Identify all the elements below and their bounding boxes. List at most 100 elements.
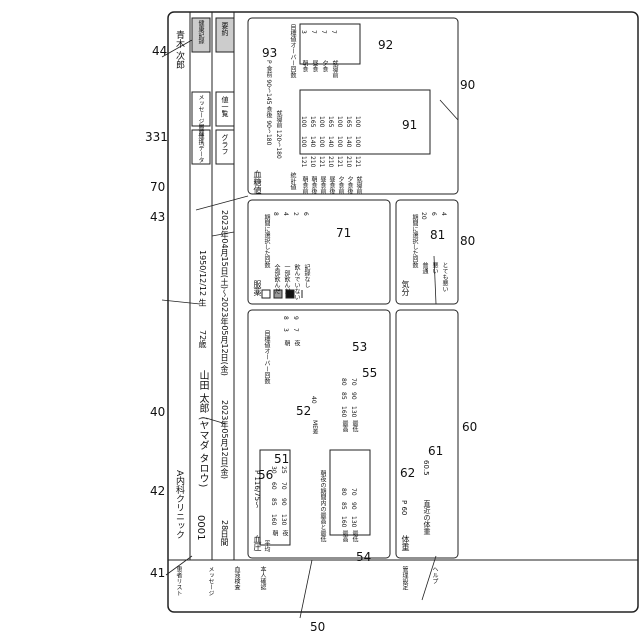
callout-40: 40	[150, 405, 165, 419]
mood-row-count: 4	[440, 212, 447, 216]
legend-all	[262, 290, 270, 298]
mood-row-count: 20	[420, 212, 427, 220]
callout-41: 41	[150, 566, 165, 580]
bp-mm2-cell: 85	[340, 392, 347, 400]
bp-over-cell: 夜	[292, 340, 301, 346]
med-row-count: 2	[292, 212, 299, 216]
callout-61: 61	[428, 444, 443, 458]
glucose-stat-cell: 165	[309, 116, 316, 127]
callout-42: 42	[150, 484, 165, 498]
bp-avg-cell: 130	[280, 514, 287, 525]
callout-90: 90	[460, 78, 475, 92]
sidebar-item-message[interactable]: メッセージ	[206, 566, 215, 596]
glucose-stat-cell: 210	[327, 156, 334, 167]
bp-avg-cell: 85	[270, 498, 277, 506]
tab-graph-label: グラフ	[220, 134, 230, 155]
weight-target: P 60	[400, 500, 408, 515]
period-select[interactable]: 28日間	[219, 520, 230, 546]
bp-mm2-cell: 70	[350, 378, 357, 386]
glucose-stat-cell: 100	[336, 116, 343, 127]
med-row-count: 4	[282, 212, 289, 216]
mood-row-label: 普通	[420, 262, 429, 274]
glucose-stat-cell: 朝食後	[309, 176, 318, 194]
weight-recent-label: 直近の体重	[422, 500, 432, 535]
callout-331: 331	[145, 130, 168, 144]
weight-title: 体重	[400, 535, 411, 551]
bp-avg-cell: 夜	[280, 530, 289, 536]
bp-mm-cell: 130	[350, 516, 357, 527]
period-end-date[interactable]: 2023年05月12日(金)	[219, 400, 230, 479]
glucose-over-count: 7	[310, 30, 317, 34]
callout-43: 43	[150, 210, 165, 224]
callout-55: 55	[362, 366, 377, 380]
tab-health-record-label: 健康記録	[196, 20, 205, 44]
header-clinic: A内科クリニック	[173, 470, 186, 539]
sidebar-item-blood-test[interactable]: 血液検査	[232, 566, 241, 590]
callout-44: 44	[152, 44, 167, 58]
bp-mm-cell: 80	[340, 488, 347, 496]
bp-mm-cell: 最高	[340, 530, 349, 542]
patient-name: 山田 太郎 (ヤマダ タロウ)	[195, 370, 210, 487]
med-count-label: 期間に選択した回数	[262, 214, 271, 268]
bp-over-cell: 7	[292, 328, 299, 332]
callout-52: 52	[296, 404, 311, 418]
mood-row-count: 6	[430, 212, 437, 216]
glucose-over-label: 目標値オーバー回数	[288, 24, 297, 78]
sidebar-item-help[interactable]: ヘルプ	[430, 566, 439, 584]
callout-53: 53	[352, 340, 367, 354]
mood-row-label: 悪い	[430, 262, 439, 274]
med-row-label: 一部飲んだ	[282, 264, 291, 294]
bp-avg-cell: 朝	[270, 530, 279, 536]
glucose-stat-cell: 100	[354, 136, 361, 147]
med-title: 服薬	[252, 280, 263, 296]
glucose-over-count: 7	[330, 30, 337, 34]
glucose-stat-cell: 100	[300, 136, 307, 147]
bp-mm2-cell: 160	[340, 406, 347, 417]
glucose-stat-cell: 昼食後	[327, 176, 336, 194]
bp-over-cell: 9	[292, 316, 299, 320]
glucose-over-label-cell: 就寝前	[330, 60, 339, 78]
glucose-target-2: 就寝前 120〜180	[274, 110, 283, 159]
tab-link-data-label: 連携データ	[196, 133, 205, 163]
glucose-stat-cell: 165	[327, 116, 334, 127]
callout-71: 71	[336, 226, 351, 240]
glucose-stat-cell: 100	[354, 116, 361, 127]
callout-62: 62	[400, 466, 415, 480]
bp-mm2-cell: 130	[350, 406, 357, 417]
callout-54: 54	[356, 550, 371, 564]
weight-recent-value: 60.5	[422, 460, 430, 476]
glucose-title: 血糖値	[252, 170, 263, 194]
med-row-label: 記録なし	[302, 264, 311, 288]
mood-title: 気分	[400, 280, 411, 296]
glucose-stat-cell: 100	[300, 116, 307, 127]
med-row-label: 飲んでいない	[292, 264, 301, 300]
glucose-over-count: 7	[320, 30, 327, 34]
bp-avg-cell: 160	[270, 514, 277, 525]
callout-60: 60	[462, 420, 477, 434]
sidebar-item-identity[interactable]: 本人確認	[258, 566, 267, 590]
glucose-stat-cell: 夕食後	[345, 176, 354, 194]
glucose-stat-cell: 165	[345, 116, 352, 127]
glucose-stats-label: 統計値	[288, 172, 297, 190]
device-frame	[168, 12, 638, 612]
callout-50: 50	[310, 620, 325, 634]
glucose-over-label-cell: 昼食	[310, 60, 319, 72]
bp-mm-cell: 85	[340, 502, 347, 510]
sidebar-item-patient-list[interactable]: 患者リスト	[174, 566, 183, 596]
glucose-stat-cell: 昼食前	[318, 176, 327, 194]
callout-92: 92	[378, 38, 393, 52]
patient-id: 0001	[195, 515, 206, 540]
glucose-over-label-cell: 夕食	[320, 60, 329, 72]
bp-mm2-cell: 最高	[340, 420, 349, 432]
glucose-stat-cell: 100	[336, 136, 343, 147]
glucose-stat-cell: 210	[345, 156, 352, 167]
glucose-stat-cell: 121	[336, 156, 343, 167]
bp-avg-cell: 30	[270, 466, 277, 474]
glucose-stat-cell: 121	[318, 156, 325, 167]
mood-row-label: とても悪い	[440, 262, 449, 292]
glucose-stat-cell: 夕食前	[336, 176, 345, 194]
sidebar-item-settings[interactable]: 管理設定	[400, 566, 409, 590]
tab-list-label: 値一覧	[220, 96, 230, 117]
bp-mm-cell: 70	[350, 488, 357, 496]
